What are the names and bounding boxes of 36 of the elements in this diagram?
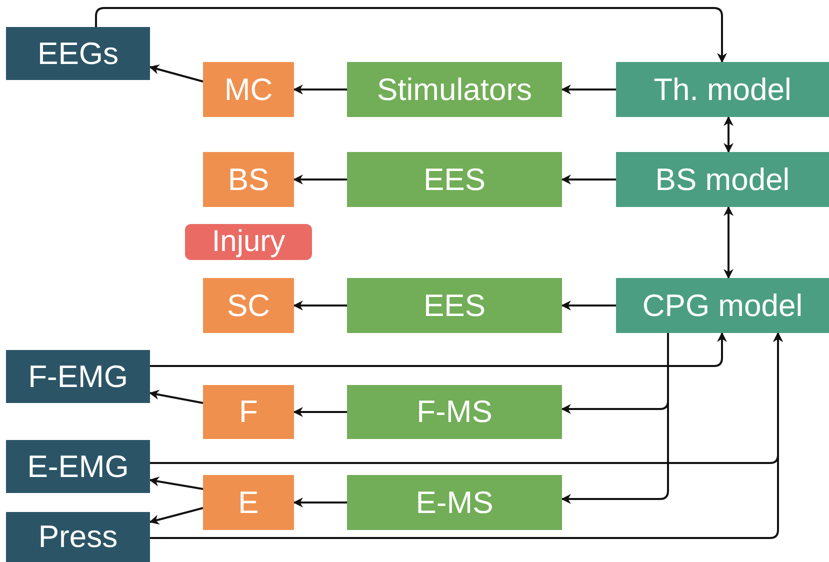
arrow (150, 332, 783, 539)
arrow (293, 498, 347, 508)
arrow (561, 333, 669, 504)
arrow (293, 84, 347, 94)
arrow (150, 332, 727, 367)
recording-box: E-EMG (6, 440, 150, 493)
recording-box: F-EMG (6, 350, 150, 403)
arrow (293, 407, 347, 417)
target-box: F (203, 385, 294, 439)
arrow (561, 300, 616, 310)
injury-badge: Injury (185, 224, 312, 260)
target-box: BS (203, 152, 294, 207)
stimulator-box: EES (347, 278, 562, 333)
arrow (149, 64, 204, 82)
stimulator-box: EES (347, 152, 562, 207)
arrow (561, 174, 616, 184)
arrow (293, 300, 347, 310)
model-box: Th. model (616, 62, 829, 117)
recording-box: Press (6, 512, 150, 562)
stimulator-box: E-MS (347, 475, 562, 530)
recording-box: EEGs (6, 27, 150, 80)
arrow (293, 174, 347, 184)
model-box: CPG model (616, 278, 829, 333)
stimulator-box: F-MS (347, 385, 562, 439)
target-box: MC (203, 62, 294, 117)
stimulator-box: Stimulators (347, 62, 562, 117)
target-box: E (203, 475, 294, 530)
arrow (724, 206, 734, 279)
target-box: SC (203, 278, 294, 333)
arrow (149, 390, 204, 404)
arrow (561, 84, 616, 94)
arrow (149, 507, 204, 525)
arrow (95, 7, 727, 63)
arrow (724, 116, 734, 153)
arrow (149, 476, 204, 490)
model-box: BS model (616, 152, 829, 207)
